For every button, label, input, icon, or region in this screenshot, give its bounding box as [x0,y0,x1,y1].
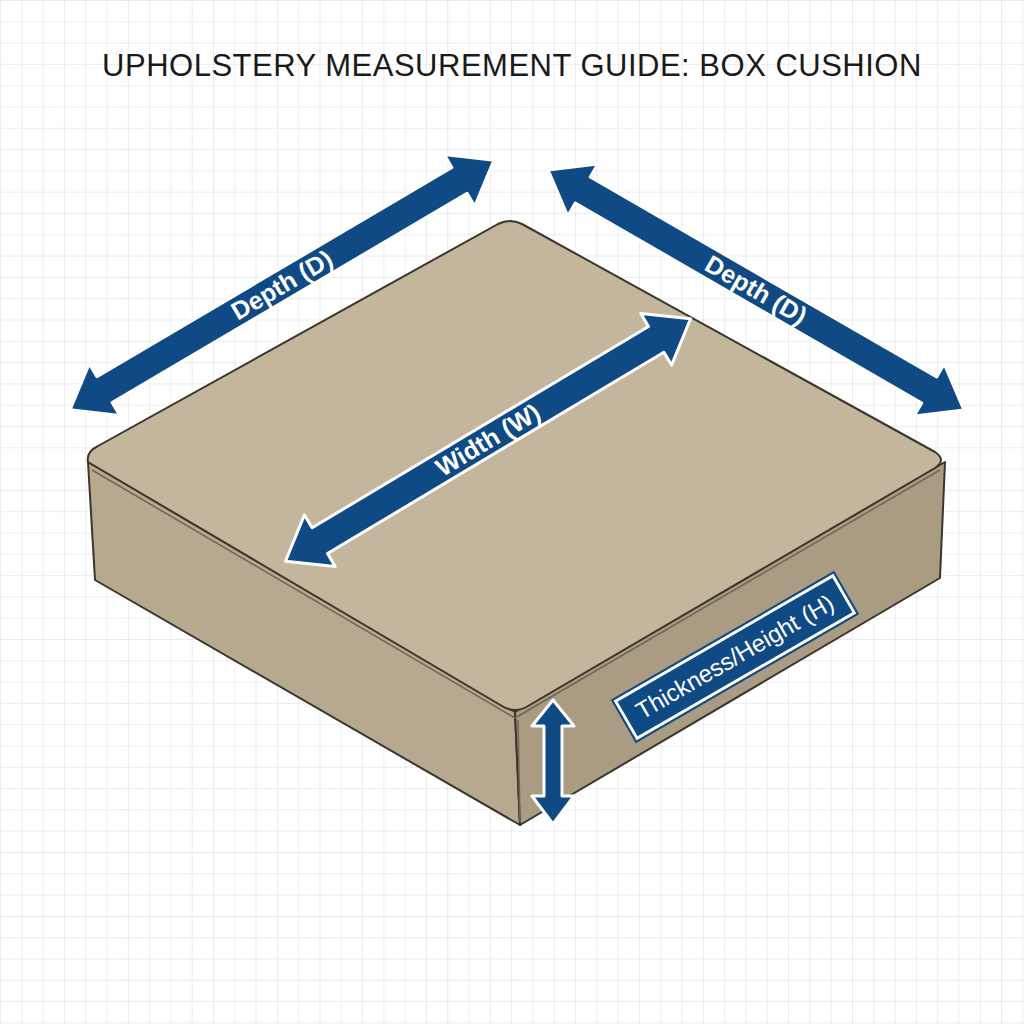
diagram-title: UPHOLSTERY MEASUREMENT GUIDE: BOX CUSHIO… [0,48,1024,84]
dimension-arrows [55,134,979,824]
